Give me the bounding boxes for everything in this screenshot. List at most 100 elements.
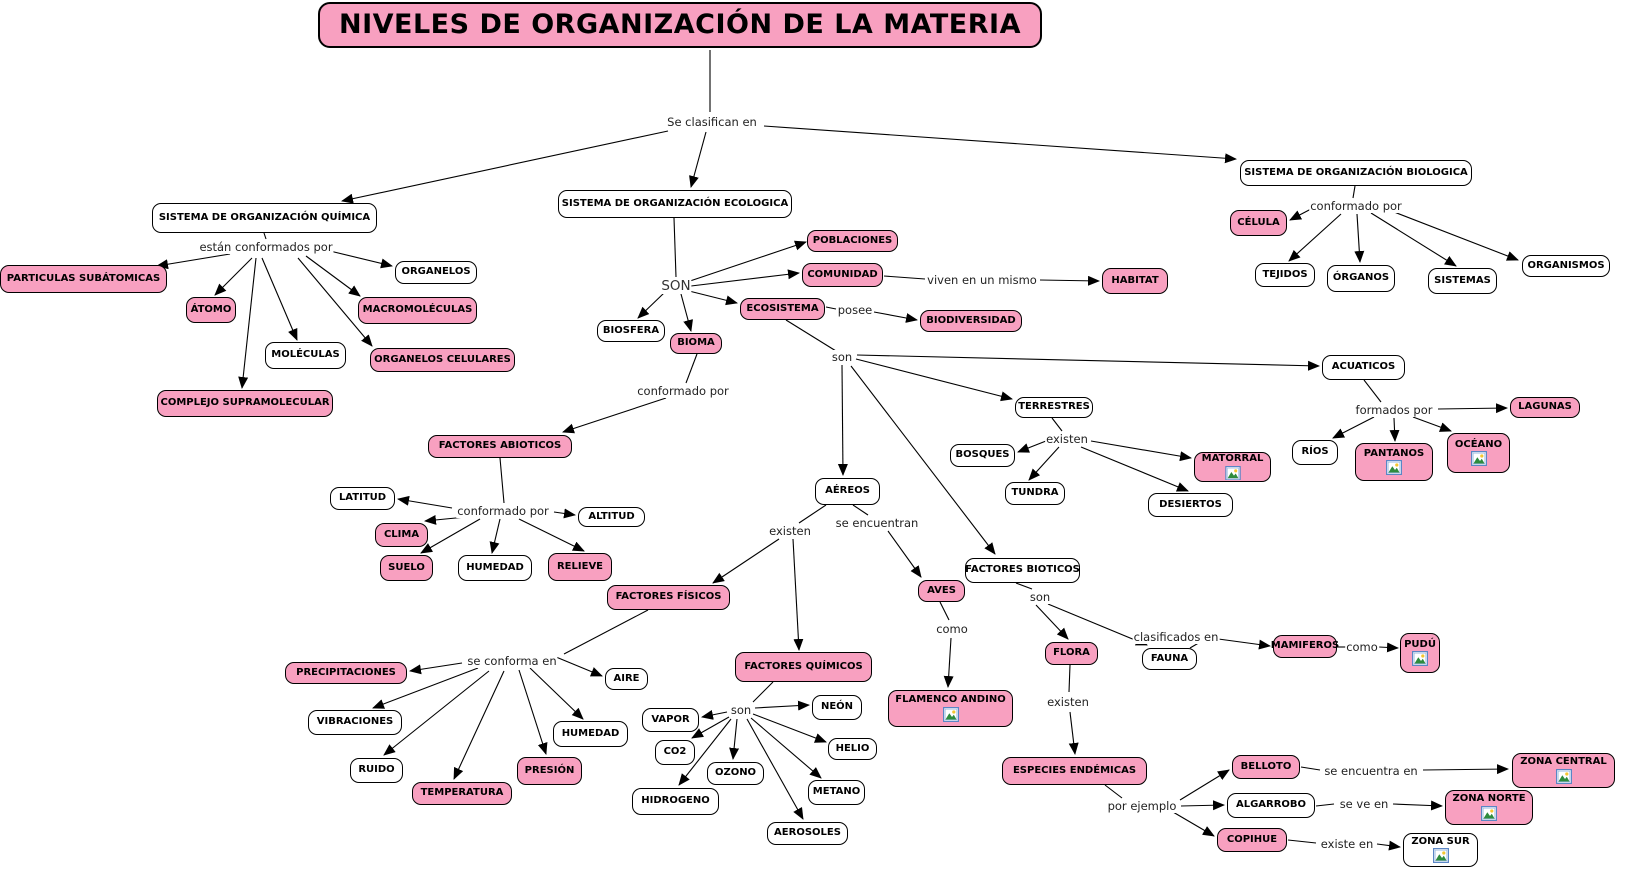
node-label: HUMEDAD — [466, 561, 524, 573]
connector-arrow — [420, 518, 481, 554]
node-presion[interactable]: PRESIÓN — [517, 757, 582, 785]
connector-arrow — [701, 709, 728, 720]
node-copihue[interactable]: COPIHUE — [1217, 828, 1287, 852]
image-resource-icon[interactable] — [1412, 651, 1428, 667]
connector-line — [673, 217, 677, 278]
node-atomo[interactable]: ÁTOMO — [186, 297, 236, 323]
node-clima[interactable]: CLIMA — [375, 523, 428, 547]
edge-label-se-conforma-en: se conforma en — [466, 654, 558, 668]
node-comunidad[interactable]: COMUNIDAD — [802, 263, 883, 287]
connector-line — [798, 504, 827, 524]
node-rios[interactable]: RÍOS — [1292, 440, 1338, 465]
node-label: PARTICULAS SUBÁTOMICAS — [6, 272, 161, 284]
image-resource-icon[interactable] — [1555, 768, 1572, 784]
node-label: AIRE — [613, 672, 640, 684]
node-factores-quimicos[interactable]: FACTORES QUÍMICOS — [735, 652, 872, 682]
node-label: OZONO — [714, 767, 757, 779]
node-label: COMUNIDAD — [807, 268, 878, 280]
node-biosfera[interactable]: BIOSFERA — [597, 320, 665, 342]
node-relieve[interactable]: RELIEVE — [548, 553, 612, 581]
node-biodiversidad[interactable]: BIODIVERSIDAD — [920, 310, 1022, 332]
node-ecosistema[interactable]: ECOSISTEMA — [740, 298, 825, 320]
node-oceano[interactable]: OCÉANO — [1447, 433, 1510, 473]
node-especies-endemicas[interactable]: ESPECIES ENDÉMICAS — [1002, 757, 1147, 785]
node-bosques[interactable]: BOSQUES — [950, 444, 1015, 467]
node-tejidos[interactable]: TEJIDOS — [1255, 263, 1315, 287]
node-pudu[interactable]: PUDÚ — [1400, 633, 1440, 673]
node-lagunas[interactable]: LAGUNAS — [1510, 397, 1580, 418]
node-label: BIOSFERA — [602, 324, 660, 336]
node-sistema-biologica[interactable]: SISTEMA DE ORGANIZACIÓN BIOLOGICA — [1240, 160, 1472, 186]
connector-arrow — [1370, 212, 1457, 267]
node-sistema-ecologica[interactable]: SISTEMA DE ORGANIZACIÓN ECOLOGICA — [558, 190, 792, 218]
node-matorral[interactable]: MATORRAL — [1194, 452, 1271, 482]
node-humedad-abiotico[interactable]: HUMEDAD — [458, 555, 532, 581]
node-temperatura[interactable]: TEMPERATURA — [412, 782, 512, 805]
node-acuaticos[interactable]: ACUATICOS — [1322, 355, 1405, 380]
node-suelo[interactable]: SUELO — [380, 555, 433, 581]
image-resource-icon[interactable] — [1386, 460, 1402, 476]
node-zona-central[interactable]: ZONA CENTRAL — [1512, 753, 1615, 788]
node-bioma[interactable]: BIOMA — [670, 333, 722, 354]
node-sistemas[interactable]: SISTEMAS — [1428, 268, 1497, 294]
image-resource-icon[interactable] — [1224, 465, 1241, 481]
edge-label-son-ecosistemas: son — [830, 350, 854, 364]
node-fauna[interactable]: FAUNA — [1142, 648, 1197, 670]
node-pantanos[interactable]: PANTANOS — [1355, 443, 1433, 481]
node-habitat[interactable]: HABITAT — [1102, 268, 1168, 294]
node-factores-fisicos[interactable]: FACTORES FÍSICOS — [607, 585, 730, 610]
edge-label-conformado-por-abioticos: conformado por — [456, 504, 550, 518]
node-algarrobo[interactable]: ALGARROBO — [1227, 793, 1315, 818]
node-humedad-fisico[interactable]: HUMEDAD — [553, 721, 628, 747]
node-aereos[interactable]: AÉREOS — [815, 478, 880, 505]
node-tundra[interactable]: TUNDRA — [1005, 482, 1065, 505]
edge-label-posee: posee — [836, 303, 874, 317]
node-flora[interactable]: FLORA — [1045, 642, 1098, 665]
connector-arrow — [763, 125, 1237, 164]
node-altitud[interactable]: ALTITUD — [578, 507, 645, 527]
node-vapor[interactable]: VAPOR — [642, 708, 699, 732]
map-title[interactable]: NIVELES DE ORGANIZACIÓN DE LA MATERIA — [318, 2, 1042, 48]
node-flamenco-andino[interactable]: FLAMENCO ANDINO — [888, 690, 1013, 727]
node-aire[interactable]: AIRE — [605, 668, 648, 690]
node-mamiferos[interactable]: MAMIFEROS — [1271, 635, 1339, 658]
node-belloto[interactable]: BELLOTO — [1232, 755, 1300, 779]
node-latitud[interactable]: LATITUD — [330, 487, 395, 510]
node-zona-norte[interactable]: ZONA NORTE — [1445, 790, 1533, 825]
node-factores-abioticos[interactable]: FACTORES ABIOTICOS — [428, 435, 572, 458]
node-aerosoles[interactable]: AEROSOLES — [767, 822, 848, 845]
node-factores-bioticos[interactable]: FACTORES BIOTICOS — [965, 558, 1080, 583]
image-resource-icon[interactable] — [1470, 451, 1487, 467]
node-hidrogeno[interactable]: HIDROGENO — [632, 788, 719, 815]
node-particulas-subatomicas[interactable]: PARTICULAS SUBÁTOMICAS — [0, 265, 167, 293]
node-organelos[interactable]: ORGANELOS — [395, 261, 477, 284]
node-poblaciones[interactable]: POBLACIONES — [807, 230, 898, 252]
image-resource-icon[interactable] — [1432, 848, 1449, 864]
node-co2[interactable]: CO2 — [655, 740, 695, 765]
node-terrestres[interactable]: TERRESTRES — [1015, 397, 1093, 418]
image-resource-icon[interactable] — [942, 706, 959, 722]
node-organismos[interactable]: ORGANISMOS — [1522, 255, 1610, 277]
node-precipitaciones[interactable]: PRECIPITACIONES — [285, 662, 407, 684]
node-label: PUDÚ — [1404, 638, 1436, 650]
node-sistema-quimica[interactable]: SISTEMA DE ORGANIZACIÓN QUÍMICA — [152, 203, 377, 233]
node-celula[interactable]: CÉLULA — [1230, 210, 1287, 236]
node-ruido[interactable]: RUIDO — [350, 758, 403, 783]
node-macromoleculas[interactable]: MACROMOLÉCULAS — [358, 297, 477, 324]
node-metano[interactable]: METANO — [808, 780, 865, 805]
node-vibraciones[interactable]: VIBRACIONES — [308, 710, 402, 735]
connector-arrow — [1039, 275, 1100, 286]
node-ozono[interactable]: OZONO — [707, 762, 764, 785]
node-helio[interactable]: HELIO — [828, 738, 877, 760]
connector-arrow — [409, 662, 463, 675]
edge-label-existen-flora: existen — [1046, 695, 1090, 709]
node-organos[interactable]: ÓRGANOS — [1327, 265, 1395, 292]
image-resource-icon[interactable] — [1481, 805, 1497, 821]
node-aves[interactable]: AVES — [918, 580, 965, 602]
node-neon[interactable]: NEÓN — [812, 695, 862, 720]
node-moleculas[interactable]: MOLÉCULAS — [265, 342, 346, 369]
node-zona-sur[interactable]: ZONA SUR — [1403, 833, 1478, 867]
node-complejo-supramolecular[interactable]: COMPLEJO SUPRAMOLECULAR — [157, 390, 333, 417]
node-desiertos[interactable]: DESIERTOS — [1148, 493, 1233, 517]
node-organelos-celulares[interactable]: ORGANELOS CELULARES — [370, 348, 515, 372]
